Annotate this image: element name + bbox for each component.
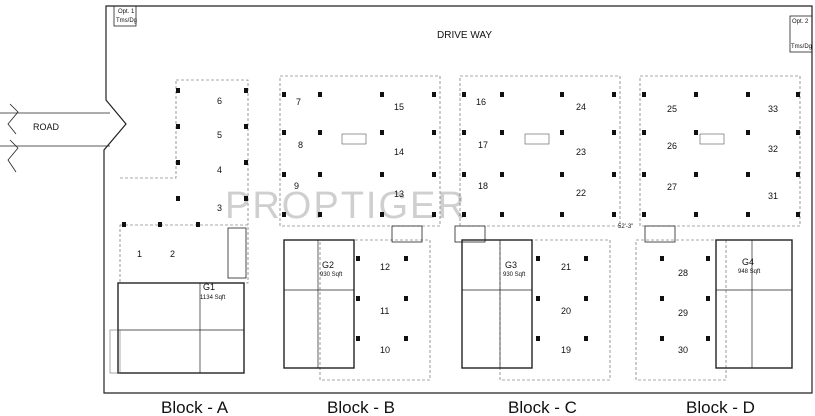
option-2-sub: Tms/Dg	[791, 44, 812, 50]
block-b-unit-outline	[283, 239, 355, 369]
block-b-staircase	[391, 225, 423, 243]
parking-number: 24	[576, 102, 586, 112]
parking-number: 1	[137, 249, 142, 259]
block-d-shaft	[699, 133, 725, 145]
block-b-title: Block - B	[327, 398, 395, 416]
option-1-sub: Tms/Dg	[116, 18, 137, 24]
parking-number: 19	[561, 345, 571, 355]
option-2-label: Opt. 2	[792, 19, 809, 25]
block-a-balcony	[109, 329, 121, 374]
block-a-unit-outline	[117, 282, 245, 374]
block-a-unit-code: G1	[203, 282, 215, 292]
parking-number: 7	[296, 97, 301, 107]
parking-number: 8	[298, 140, 303, 150]
block-a-staircase	[227, 227, 247, 279]
block-d-parking-outline	[639, 75, 801, 227]
block-a: G1 1134 Sqft Block - A	[109, 79, 249, 416]
option-2-box	[789, 15, 813, 53]
parking-number: 4	[217, 165, 222, 175]
parking-number: 3	[217, 203, 222, 213]
drive-way-label: DRIVE WAY	[437, 30, 492, 41]
block-d: G4 948 Sqft Block - D	[635, 75, 801, 416]
parking-number: 13	[394, 189, 404, 199]
block-b-shaft	[341, 133, 367, 145]
parking-number: 27	[667, 182, 677, 192]
site-boundary	[103, 5, 813, 394]
parking-number: 22	[576, 188, 586, 198]
block-d-stilt	[635, 239, 727, 381]
block-b: G2 930 Sqft Block - B	[279, 75, 441, 416]
block-a-outline-2	[120, 80, 177, 179]
block-b-parking-outline	[279, 75, 441, 227]
block-d-unit-outline	[715, 239, 793, 369]
parking-number: 25	[667, 104, 677, 114]
parking-number: 12	[380, 262, 390, 272]
option-1-label: Opt. 1	[118, 9, 135, 15]
block-a-unit-area: 1134 Sqft	[200, 295, 226, 301]
parking-number: 15	[394, 102, 404, 112]
parking-number: 21	[561, 262, 571, 272]
block-a-title: Block - A	[161, 398, 229, 416]
parking-number: 32	[768, 144, 778, 154]
block-c-unit-area: 930 Sqft	[503, 272, 526, 278]
parking-number: 33	[768, 104, 778, 114]
parking-number: 11	[380, 306, 389, 316]
parking-number: 26	[667, 141, 677, 151]
parking-number: 16	[476, 97, 486, 107]
block-d-staircase	[644, 225, 676, 243]
parking-number: 9	[294, 181, 299, 191]
parking-number: 6	[217, 96, 222, 106]
parking-number: 28	[678, 268, 688, 278]
block-c: G3 930 Sqft Block - C	[454, 75, 621, 416]
block-b-unit-area: 930 Sqft	[320, 272, 343, 278]
block-c-parking-outline	[459, 75, 621, 227]
block-b-unit-code: G2	[322, 260, 334, 270]
block-d-unit-area: 948 Sqft	[738, 269, 761, 275]
parking-number: 18	[478, 181, 488, 191]
parking-number: 30	[678, 345, 688, 355]
parking-number: 23	[576, 147, 586, 157]
parking-numbers: 1 2 3 4 5 6 7 8 9 10 11 12 13 14 15 16 1…	[137, 96, 778, 355]
structural-columns	[122, 88, 800, 341]
block-c-staircase	[454, 225, 486, 243]
parking-number: 5	[217, 130, 222, 140]
block-a-outline	[176, 79, 249, 225]
parking-number: 2	[170, 249, 175, 259]
parking-number: 20	[561, 306, 571, 316]
parking-number: 10	[380, 345, 390, 355]
parking-number: 29	[678, 308, 688, 318]
block-c-title: Block - C	[508, 398, 577, 416]
block-d-title: Block - D	[686, 398, 755, 416]
parking-number: 14	[394, 147, 404, 157]
road-label: ROAD	[33, 122, 60, 132]
dimension-label: 52'-3"	[618, 224, 633, 230]
road-break-mark	[7, 103, 19, 135]
parking-number: 31	[768, 191, 778, 201]
block-c-unit-outline	[461, 239, 533, 369]
watermark: PROPTIGER	[225, 185, 467, 227]
parking-number: 17	[478, 140, 488, 150]
block-c-unit-code: G3	[505, 260, 517, 270]
block-b-stilt	[319, 239, 431, 381]
option-1-box	[113, 5, 137, 27]
block-c-shaft	[524, 133, 550, 145]
block-d-unit-code: G4	[742, 257, 754, 267]
road-break-mark-2	[7, 139, 19, 173]
